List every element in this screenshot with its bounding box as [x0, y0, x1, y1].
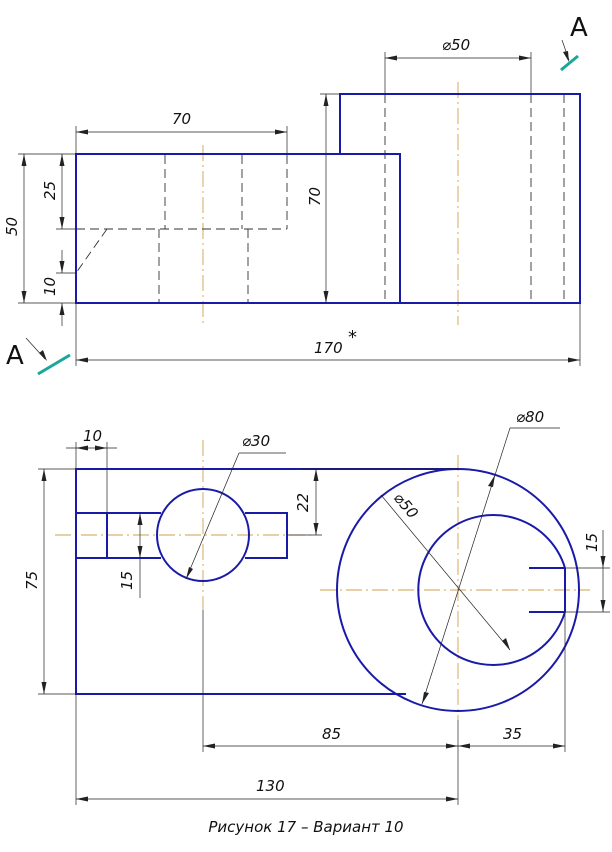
- dim-d50-front: ⌀50: [384, 36, 532, 94]
- section-mark-top: A: [560, 13, 588, 72]
- dim-85-35: 85 35: [202, 610, 566, 805]
- bore-d50-with-keyway: [417, 514, 566, 666]
- section-label-left: A: [6, 341, 24, 371]
- dim-70-horizontal-label: 70: [172, 110, 191, 128]
- dim-22: 22: [287, 468, 458, 536]
- top-hole-d30: [156, 488, 250, 582]
- dim-70-vertical-label: 70: [306, 187, 324, 206]
- top-slot-left: [76, 512, 161, 559]
- top-slot-right: [245, 512, 288, 559]
- dim-10-top-label: 10: [83, 427, 102, 445]
- dim-10-label: 10: [41, 277, 59, 296]
- dim-25-label: 25: [41, 181, 59, 200]
- dim-d80-label: ⌀80: [516, 408, 544, 426]
- dim-170-label: 170: [314, 339, 343, 357]
- dim-d80: ⌀80: [421, 408, 560, 705]
- dim-50-label: 50: [3, 217, 21, 236]
- dim-10-vertical: 10: [41, 250, 76, 326]
- dim-130-label: 130: [256, 777, 285, 795]
- section-label-top: A: [570, 13, 588, 43]
- front-view: ⌀50 70 70 50: [3, 13, 588, 376]
- dim-170-horizontal: 170 *: [75, 303, 581, 366]
- front-hidden-lines: [75, 94, 565, 303]
- dim-50-vertical: 50: [3, 153, 76, 304]
- dim-d50-front-label: ⌀50: [442, 36, 470, 54]
- dim-15-left: 15: [118, 513, 143, 598]
- top-outline: [75, 468, 458, 695]
- dim-d30-label: ⌀30: [242, 432, 270, 450]
- dim-10-top: 10: [66, 427, 117, 513]
- top-view: 10 ⌀30 22 15: [23, 408, 610, 805]
- keyway: [529, 567, 565, 613]
- dim-85-label: 85: [322, 725, 341, 743]
- dim-70-horizontal: 70: [75, 110, 288, 154]
- dim-15-right: 15: [565, 530, 610, 613]
- dim-25-vertical: 25: [41, 154, 76, 230]
- section-mark-left: A: [6, 337, 71, 376]
- dim-d50-top-label: ⌀50: [390, 489, 422, 522]
- front-outline: [75, 93, 581, 304]
- dim-75-label: 75: [23, 571, 41, 590]
- dim-170-asterisk: *: [348, 327, 357, 348]
- dim-d50-top: ⌀50: [380, 489, 511, 651]
- dim-15-left-label: 15: [118, 571, 136, 590]
- dim-75: 75: [23, 468, 76, 695]
- dim-22-label: 22: [294, 493, 312, 512]
- dim-15-right-label: 15: [583, 533, 601, 552]
- dim-35-label: 35: [503, 725, 522, 743]
- dim-d30: ⌀30: [185, 432, 286, 580]
- dim-70-vertical: 70: [306, 93, 340, 303]
- dim-130: 130: [75, 694, 458, 805]
- figure-caption: Рисунок 17 – Вариант 10: [208, 818, 404, 836]
